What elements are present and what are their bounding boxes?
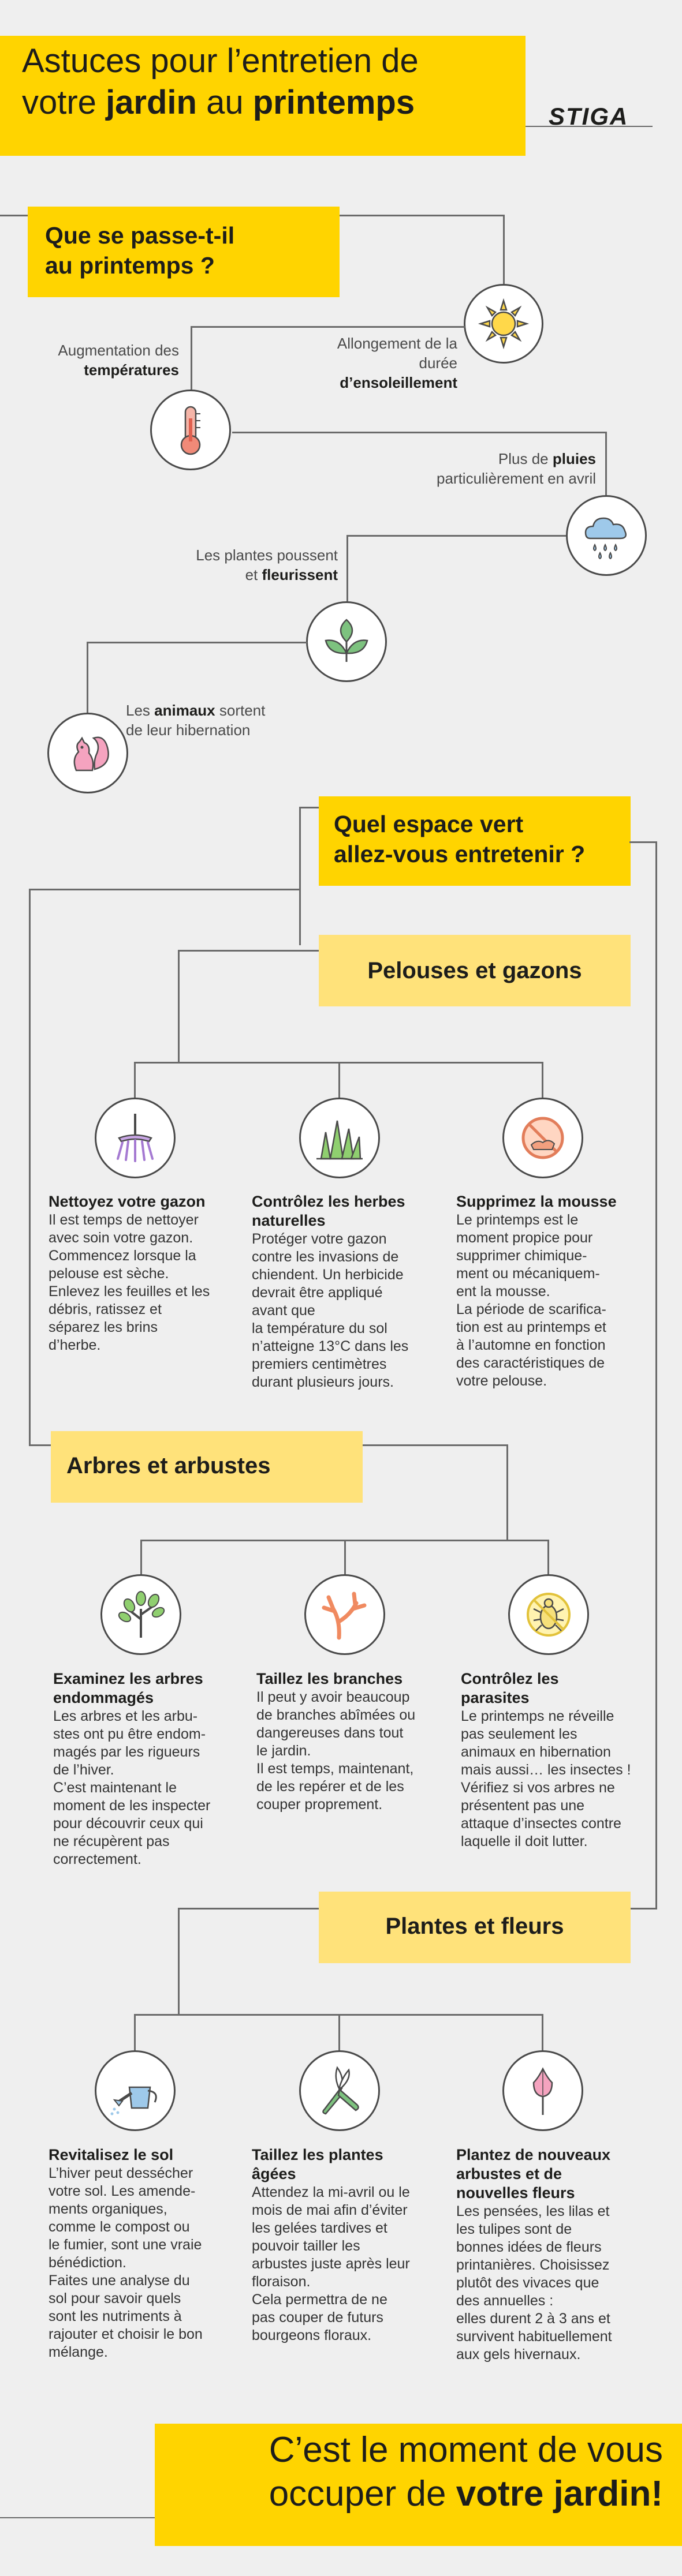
leaves-icon xyxy=(306,601,387,682)
card-title: Plantez de nouveaux arbustes et de nouve… xyxy=(456,2146,611,2201)
card-title: Revitalisez le sol xyxy=(49,2146,174,2163)
card-examinez-arbres: Examinez les arbres endommagés Les arbre… xyxy=(53,1669,238,1869)
section-arbres-band xyxy=(51,1431,363,1503)
card-title: Contrôlez les herbes naturelles xyxy=(252,1193,405,1229)
line-to-squirrel xyxy=(87,642,307,643)
spring-heading-box xyxy=(28,207,340,297)
event-rain: Plus de pluies particulièrement en avril xyxy=(436,450,596,487)
grass-icon xyxy=(299,1098,380,1178)
event-temperature: Augmentation des températures xyxy=(58,342,179,379)
line-to-leaves xyxy=(346,535,566,537)
spring-heading-line-2: au printemps ? xyxy=(45,252,215,279)
title-line-2: votre jardin au printemps xyxy=(22,84,415,121)
s3-tick-1 xyxy=(134,2014,136,2051)
s2-tick-3 xyxy=(547,1540,549,1575)
no-moss-icon xyxy=(502,1098,583,1178)
footer-line-2: occuper de votre jardin! xyxy=(269,2474,663,2514)
s3-tick-3 xyxy=(542,2014,543,2051)
card-taillez-branches: Taillez les branches Il peut y avoir bea… xyxy=(256,1669,447,1814)
s3-tick-2 xyxy=(338,2014,340,2051)
s1-tick-2 xyxy=(338,1062,340,1099)
card-controlez-herbes: Contrôlez les herbes naturelles Protéger… xyxy=(252,1192,442,1391)
title-line-1: Astuces pour l’entretien de xyxy=(22,42,419,80)
card-body: Protéger votre gazon contre les invasion… xyxy=(252,1231,409,1390)
card-body: Il peut y avoir beaucoup de branches abî… xyxy=(256,1689,416,1813)
card-title: Contrôlez les parasites xyxy=(461,1670,559,1706)
card-body: Les pensées, les lilas et les tulipes so… xyxy=(456,2203,612,2362)
card-revitalisez-sol: Revitalisez le sol L’hiver peut desséche… xyxy=(49,2146,233,2361)
card-controlez-parasites: Contrôlez les parasites Le printemps ne … xyxy=(461,1669,651,1851)
card-body: Le printemps est le moment propice pour … xyxy=(456,1212,606,1389)
card-body: Le printemps ne réveille pas seulement l… xyxy=(461,1708,631,1849)
line-rain-down xyxy=(605,432,607,495)
question-box xyxy=(319,796,631,886)
line-to-rain xyxy=(232,432,606,433)
card-taillez-plantes: Taillez les plantes âgées Attendez la mi… xyxy=(252,2146,442,2345)
card-plantez-fleurs: Plantez de nouveaux arbustes et de nouve… xyxy=(456,2146,653,2364)
rake-icon xyxy=(95,1098,176,1178)
header-rule xyxy=(526,126,653,127)
rain-cloud-icon xyxy=(566,495,647,576)
s1-drop xyxy=(178,950,180,1062)
question-heading: Quel espace vert allez-vous entretenir ? xyxy=(334,809,585,869)
s2-tick-1 xyxy=(140,1540,142,1575)
footer-line-1: C’est le moment de vous xyxy=(269,2430,663,2470)
line-squirrel-down xyxy=(87,642,88,714)
thermometer-icon xyxy=(150,390,231,470)
s1-tick-1 xyxy=(134,1062,136,1099)
s2-drop xyxy=(506,1444,508,1540)
bug-icon xyxy=(508,1574,589,1655)
card-title: Supprimez la mousse xyxy=(456,1193,617,1210)
event-sunlight: Allongement de la durée d’ensoleillement xyxy=(337,335,457,391)
spring-heading-line-1: Que se passe-t-il xyxy=(45,222,235,249)
question-line-2: allez-vous entretenir ? xyxy=(334,841,586,867)
footer-banner xyxy=(155,2424,682,2546)
sun-icon xyxy=(464,284,543,364)
pruner-icon xyxy=(299,2050,380,2131)
question-left-tick xyxy=(299,807,320,808)
section-pelouses-band xyxy=(319,935,631,1006)
card-body: L’hiver peut dessécher votre sol. Les am… xyxy=(49,2165,203,2360)
card-title: Taillez les branches xyxy=(256,1670,403,1687)
card-body: Il est temps de nettoyer avec soin votre… xyxy=(49,1212,210,1353)
card-supprimez-mousse: Supprimez la mousse Le printemps est le … xyxy=(456,1192,647,1390)
footer-rule xyxy=(0,2517,155,2518)
spring-line-sun xyxy=(503,215,505,284)
left-spine xyxy=(29,889,31,1446)
right-spine xyxy=(655,841,657,1909)
s1-tick-3 xyxy=(542,1062,543,1099)
s1-top-line xyxy=(178,950,322,952)
branches-icon xyxy=(304,1574,385,1655)
spring-heading: Que se passe-t-il au printemps ? xyxy=(45,220,234,280)
section-pelouses-label: Pelouses et gazons xyxy=(367,958,582,983)
page-title: Astuces pour l’entretien de votre jardin… xyxy=(22,40,519,123)
card-body: Les arbres et les arbu- stes ont pu être… xyxy=(53,1708,211,1867)
line-thermo-down xyxy=(191,326,192,390)
brand-logo: STIGA xyxy=(549,103,629,130)
card-body: Attendez la mi-avril ou le mois de mai a… xyxy=(252,2184,410,2343)
line-to-thermo xyxy=(191,326,465,328)
footer-message: C’est le moment de vous occuper de votre… xyxy=(155,2428,663,2516)
tree-icon xyxy=(100,1574,181,1655)
s3-drop xyxy=(178,1908,180,2015)
s2-tick-2 xyxy=(344,1540,346,1575)
tulip-icon xyxy=(502,2050,583,2131)
card-title: Taillez les plantes âgées xyxy=(252,2146,383,2182)
question-vertical xyxy=(299,807,301,945)
event-animals: Les animaux sortent de leur hibernation xyxy=(126,702,266,739)
left-branch xyxy=(29,889,300,890)
card-nettoyez: Nettoyez votre gazon Il est temps de net… xyxy=(49,1192,228,1354)
card-title: Nettoyez votre gazon xyxy=(49,1193,206,1210)
event-plants: Les plantes poussent et fleurissent xyxy=(196,546,338,583)
squirrel-icon xyxy=(47,713,128,793)
card-title: Examinez les arbres endommagés xyxy=(53,1670,203,1706)
section-plantes-label: Plantes et fleurs xyxy=(385,1914,564,1939)
question-right-tick xyxy=(629,841,657,843)
line-leaves-down xyxy=(346,535,348,601)
section-arbres-label: Arbres et arbustes xyxy=(66,1453,271,1478)
header-banner xyxy=(0,36,526,156)
watering-can-icon xyxy=(95,2050,176,2131)
section-plantes-band xyxy=(319,1892,631,1963)
question-line-1: Quel espace vert xyxy=(334,811,524,837)
